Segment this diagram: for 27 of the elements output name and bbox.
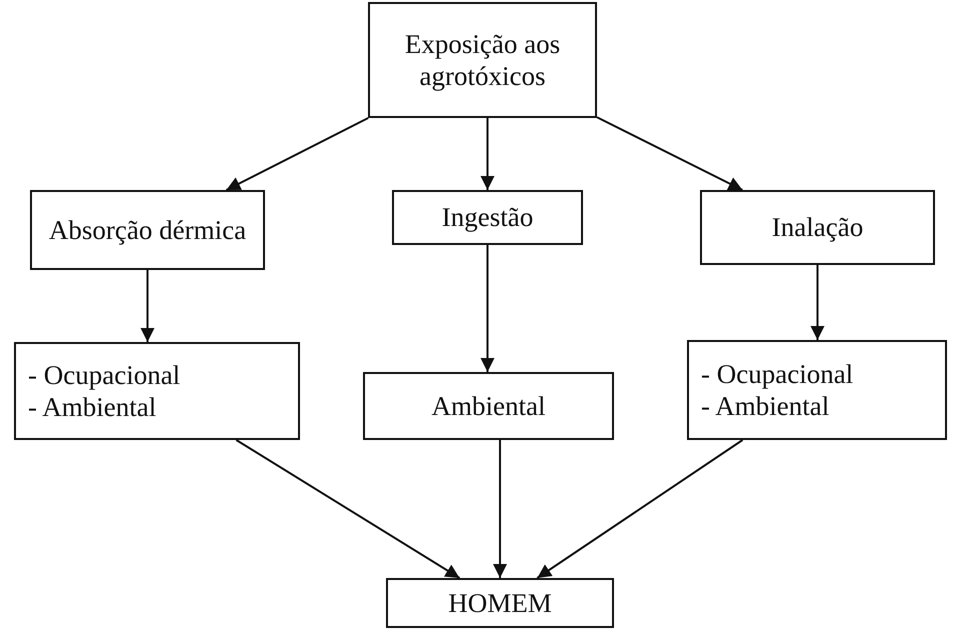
arrow: [480, 245, 494, 372]
arrow: [596, 116, 743, 191]
process-box: [687, 340, 947, 440]
box-label: - Ocupacional: [28, 358, 180, 391]
arrow: [493, 440, 507, 578]
box-label: - Ocupacional: [701, 358, 854, 390]
arrow: [480, 118, 494, 190]
process-box: [14, 342, 300, 440]
process-box: [386, 578, 614, 628]
box-label: - Ambiental: [701, 390, 830, 422]
process-box: [700, 190, 935, 265]
process-box: [30, 190, 265, 270]
arrow: [226, 117, 369, 191]
box-label: Ingestão: [442, 201, 534, 234]
box-label: Absorção dérmica: [48, 214, 246, 246]
box-label: Inalação: [772, 211, 864, 244]
box-label: Ambiental: [432, 390, 546, 422]
arrow: [236, 439, 460, 579]
process-box: [368, 2, 597, 118]
arrow: [536, 439, 744, 579]
arrow: [140, 270, 154, 342]
process-box: [392, 190, 583, 245]
arrow: [810, 265, 824, 340]
box-label: - Ambiental: [28, 391, 156, 424]
process-box: [363, 372, 614, 440]
box-label: HOMEM: [448, 586, 552, 620]
box-label: Exposição aos agrotóxicos: [404, 28, 562, 92]
